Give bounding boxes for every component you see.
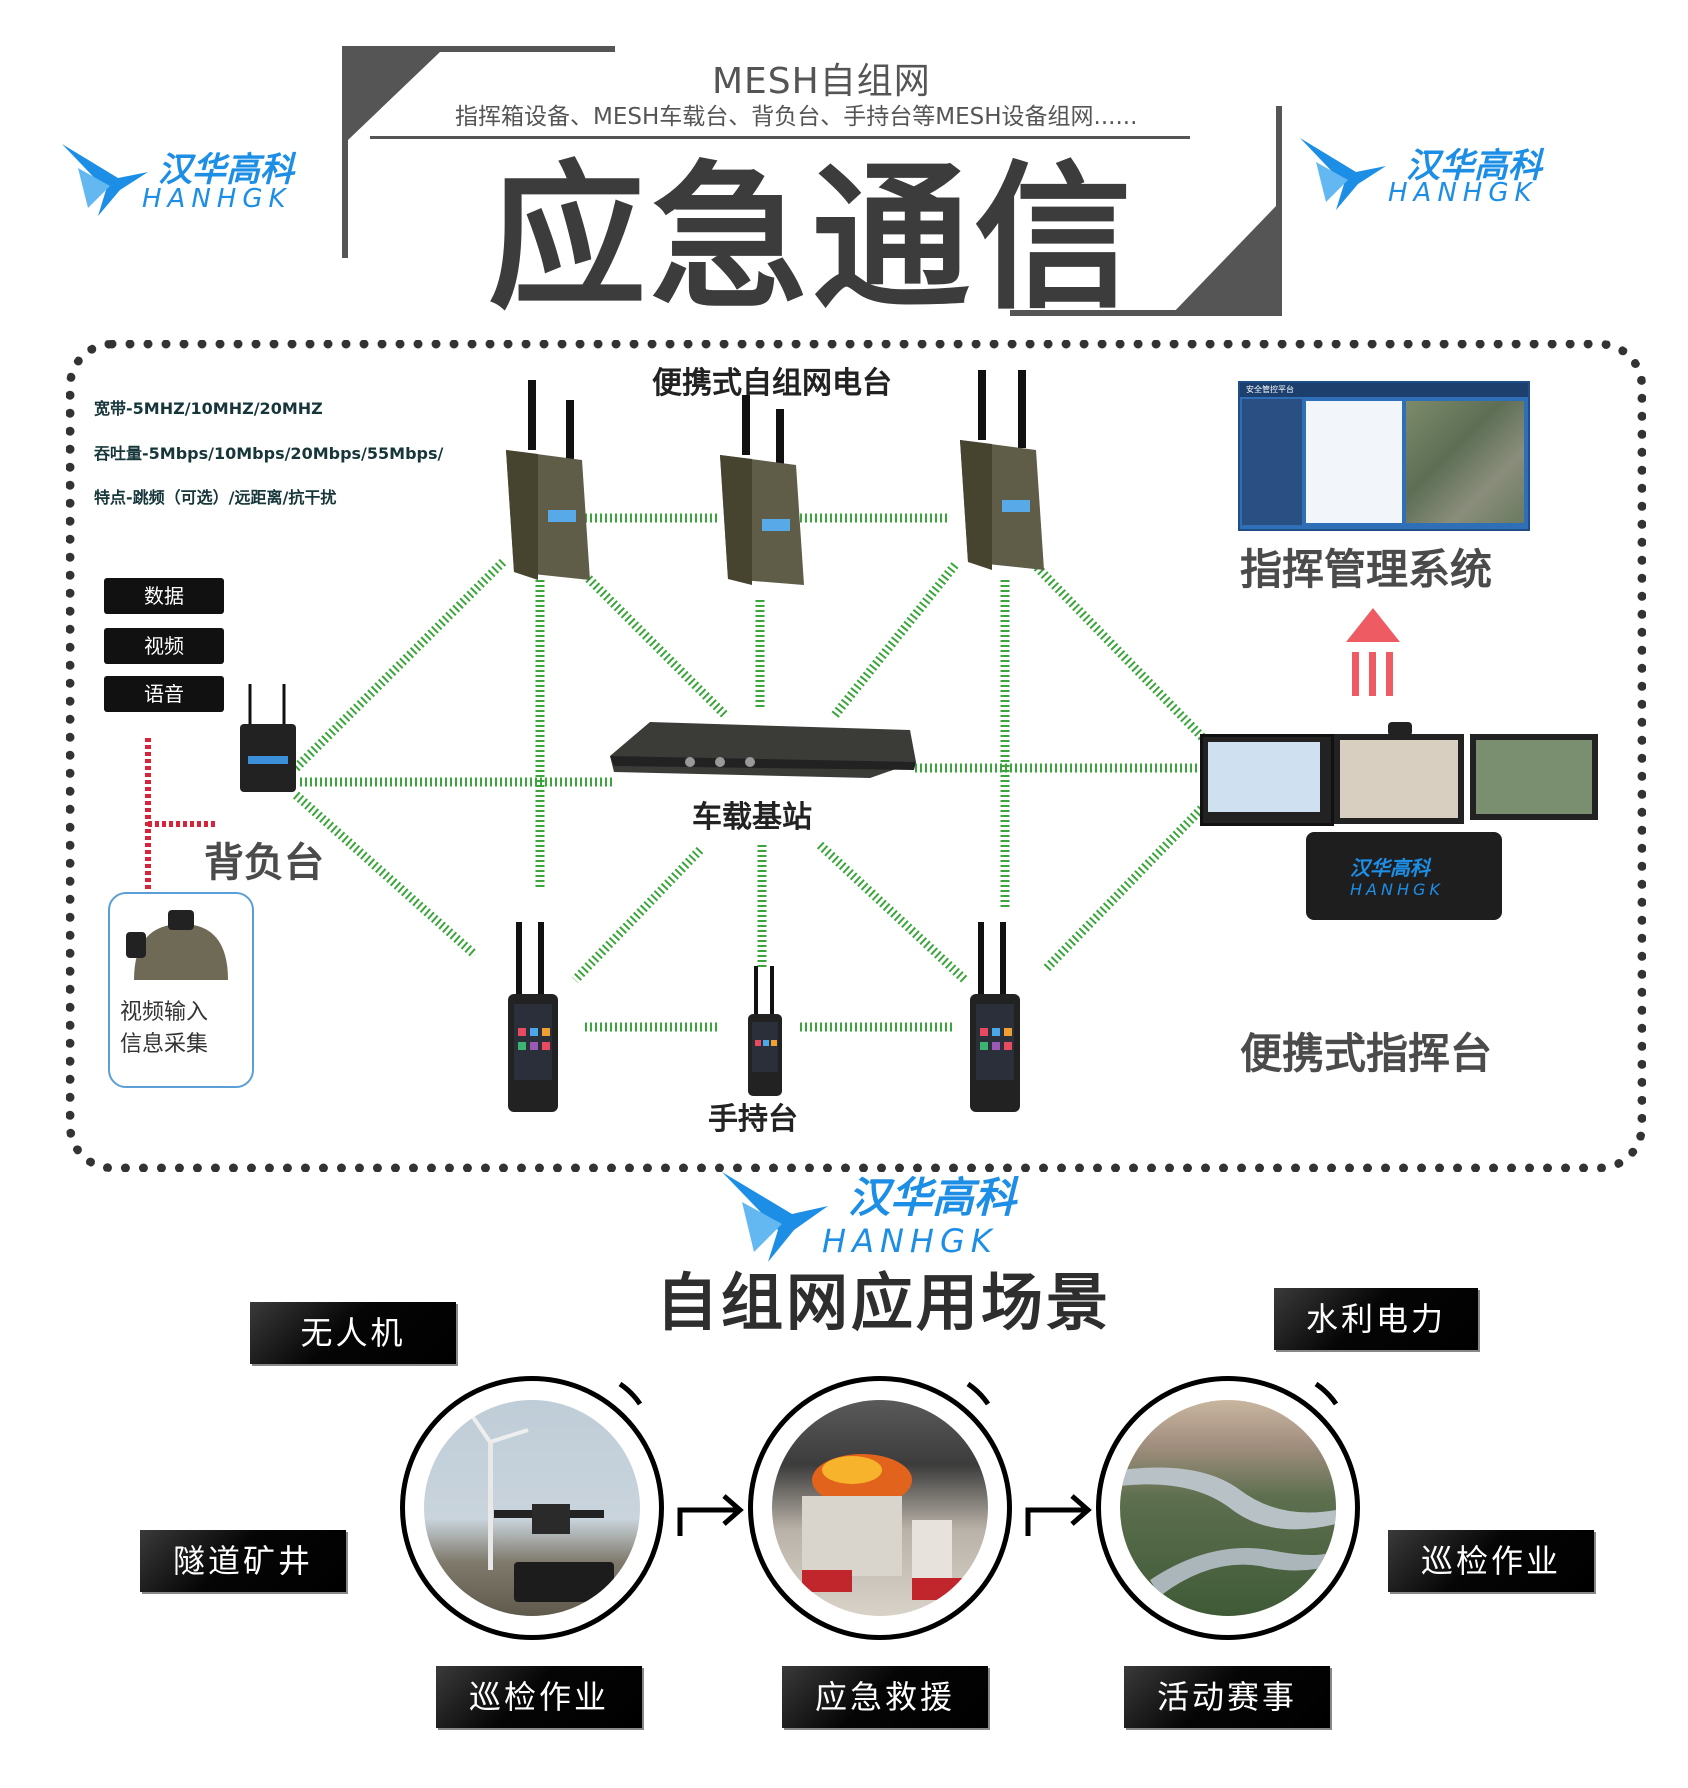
main-title: 应急通信 <box>488 146 1136 331</box>
header-decoration <box>342 46 1282 316</box>
label-portable-radio: 便携式自组网电台 <box>652 366 892 401</box>
scene-label-emergency-rescue: 应急救援 <box>782 1666 988 1728</box>
command-box-logo-en: HANHGK <box>1350 880 1444 899</box>
network-frame <box>66 340 1646 1172</box>
portable-command-device: 汉华高科 HANHGK <box>1200 722 1600 920</box>
label-command-system: 指挥管理系统 <box>1240 545 1493 594</box>
mesh-subtitle: 指挥箱设备、MESH车载台、背负台、手持台等MESH设备组网...... <box>455 104 1138 130</box>
tag-voice: 语音 <box>104 676 224 712</box>
label-backpack: 背负台 <box>204 840 324 886</box>
vehicle-base-station-device <box>610 722 916 778</box>
up-arrow-icon <box>1346 608 1400 696</box>
logo-cn-text: 汉华高科 <box>848 1173 1017 1222</box>
scene-label-inspection-bottom: 巡检作业 <box>436 1666 642 1728</box>
handheld-radio-device <box>970 922 1020 1112</box>
scene-label-water-power: 水利电力 <box>1274 1288 1478 1350</box>
river-photo <box>1120 1400 1336 1616</box>
command-box-logo-cn: 汉华高科 <box>1350 856 1430 880</box>
screen-title: 安全管控平台 <box>1246 385 1294 394</box>
mesh-links <box>145 513 1209 1032</box>
backpack-radio-device <box>240 684 296 792</box>
logo-en-text: HANHGK <box>1388 178 1538 208</box>
spec-bandwidth: 宽带-5MHZ/10MHZ/20MHZ <box>94 399 323 418</box>
command-system-screen: 安全管控平台 <box>1238 381 1530 531</box>
logo-cn-text: 汉华高科 <box>158 150 294 190</box>
scene-arrows <box>618 1381 1339 1536</box>
portable-radio-device <box>720 395 804 585</box>
label-vehicle-station: 车载基站 <box>692 800 812 835</box>
logo-en-text: HANHGK <box>822 1222 998 1260</box>
scene-label-inspection-right: 巡检作业 <box>1388 1530 1594 1592</box>
handheld-radio-device <box>748 966 782 1096</box>
company-logo-center: 汉华高科 HANHGK <box>718 1164 1068 1264</box>
spec-features: 特点-跳频（可选）/远距离/抗干扰 <box>94 488 337 507</box>
handheld-radio-device <box>508 922 558 1112</box>
portable-radio-device <box>960 370 1044 570</box>
spec-throughput: 吞吐量-5Mbps/10Mbps/20Mbps/55Mbps/ <box>94 444 444 463</box>
company-logo: 汉华高科 HANHGK <box>58 138 328 218</box>
helmet-camera-box: 视频输入 信息采集 <box>108 892 254 1088</box>
scene-label-event: 活动赛事 <box>1124 1666 1330 1728</box>
scene-label-tunnel-mine: 隧道矿井 <box>140 1530 346 1592</box>
helmet-label-line2: 信息采集 <box>120 1032 209 1057</box>
logo-cn-text: 汉华高科 <box>1406 146 1542 186</box>
logo-bird-icon <box>722 1172 828 1262</box>
company-logo-right: 汉华高科 HANHGK <box>1296 132 1596 212</box>
helmet-icon <box>126 910 228 980</box>
tag-video: 视频 <box>104 628 224 664</box>
rescue-photo <box>772 1400 988 1616</box>
scenes-title: 自组网应用场景 <box>656 1266 1112 1339</box>
helmet-label-line1: 视频输入 <box>120 1000 209 1025</box>
river-scene-icon <box>1120 1467 1336 1596</box>
label-portable-command: 便携式指挥台 <box>1240 1029 1493 1078</box>
fire-scene-icon <box>802 1454 968 1600</box>
logo-bird-icon <box>1300 138 1386 210</box>
logo-en-text: HANHGK <box>142 184 292 214</box>
mesh-title: MESH自组网 <box>712 61 931 102</box>
label-handheld: 手持台 <box>708 1102 798 1137</box>
scene-label-drone: 无人机 <box>250 1302 456 1364</box>
tag-data: 数据 <box>104 578 224 614</box>
portable-radio-device <box>506 380 590 580</box>
logo-bird-icon <box>62 144 148 216</box>
